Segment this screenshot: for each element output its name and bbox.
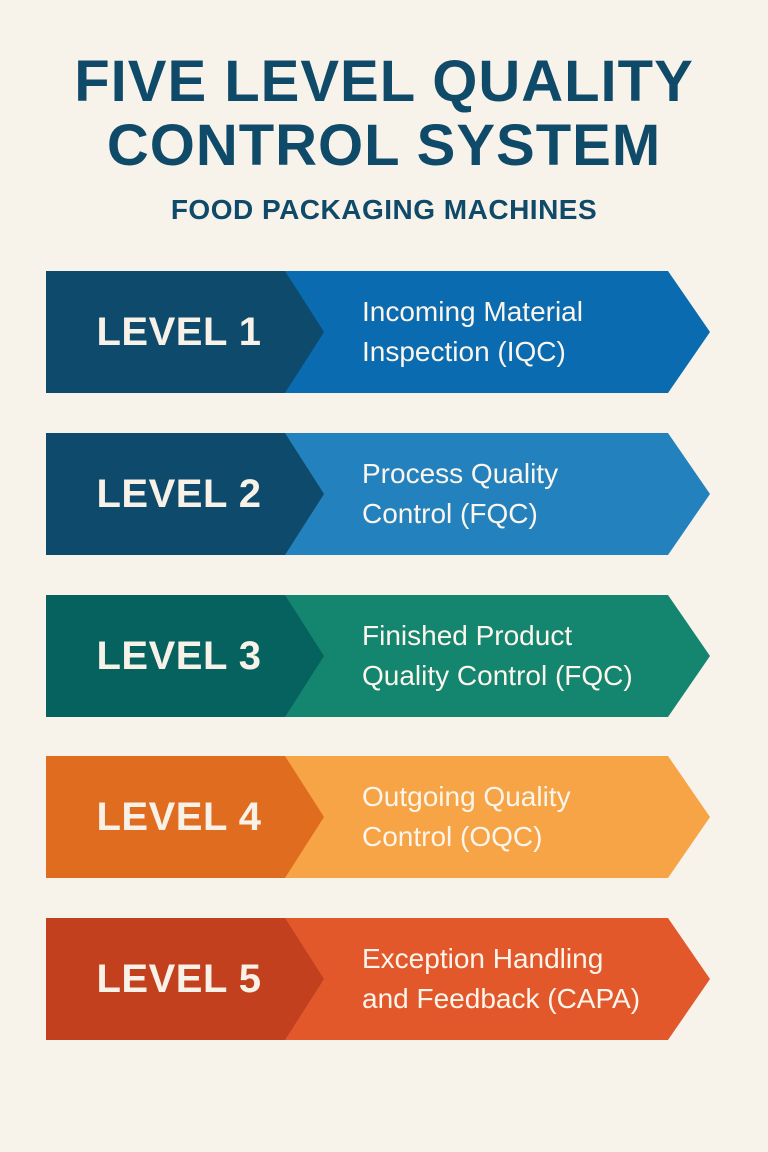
level-description-line-1: Finished Product bbox=[362, 620, 573, 651]
level-description-line-2: Control (FQC) bbox=[362, 498, 538, 529]
level-band-1: LEVEL 1 Incoming Material Inspection (IQ… bbox=[46, 271, 710, 393]
level-description: Finished Product Quality Control (FQC) bbox=[362, 595, 702, 717]
level-arrow-shape bbox=[46, 271, 710, 393]
level-description-line-1: Outgoing Quality bbox=[362, 781, 571, 812]
level-description-line-1: Incoming Material bbox=[362, 296, 583, 327]
level-label: LEVEL 5 bbox=[96, 956, 262, 1001]
level-label: LEVEL 4 bbox=[96, 794, 262, 839]
level-description-line-1: Process Quality bbox=[362, 458, 559, 489]
diagram-subtitle: FOOD PACKAGING MACHINES bbox=[170, 194, 598, 225]
level-band-2: LEVEL 2 Process Quality Control (FQC) bbox=[46, 433, 710, 555]
level-description-line-2: Control (OQC) bbox=[362, 821, 543, 852]
level-description: Process Quality Control (FQC) bbox=[362, 433, 702, 555]
diagram-title-line-2: CONTROL SYSTEM bbox=[106, 113, 662, 178]
level-description: Outgoing Quality Control (OQC) bbox=[362, 756, 702, 878]
level-description-line-2: Inspection (IQC) bbox=[362, 336, 566, 367]
level-band-3: LEVEL 3 Finished Product Quality Control… bbox=[46, 595, 710, 717]
level-label: LEVEL 1 bbox=[96, 309, 262, 354]
level-arrow-shape bbox=[46, 433, 710, 555]
level-description-line-2: Quality Control (FQC) bbox=[362, 660, 633, 691]
level-arrow-shape bbox=[46, 918, 710, 1040]
level-arrow-shape bbox=[46, 756, 710, 878]
level-description-line-2: and Feedback (CAPA) bbox=[362, 983, 641, 1014]
level-label: LEVEL 2 bbox=[96, 471, 262, 516]
level-label: LEVEL 3 bbox=[96, 633, 262, 678]
level-description: Exception Handling and Feedback (CAPA) bbox=[362, 918, 702, 1040]
level-arrow-shape bbox=[46, 595, 710, 717]
level-band-5: LEVEL 5 Exception Handling and Feedback … bbox=[46, 918, 710, 1040]
diagram-title-line-1: FIVE LEVEL QUALITY bbox=[74, 49, 694, 114]
level-description: Incoming Material Inspection (IQC) bbox=[362, 271, 702, 393]
level-band-4: LEVEL 4 Outgoing Quality Control (OQC) bbox=[46, 756, 710, 878]
level-description-line-1: Exception Handling bbox=[362, 943, 604, 974]
